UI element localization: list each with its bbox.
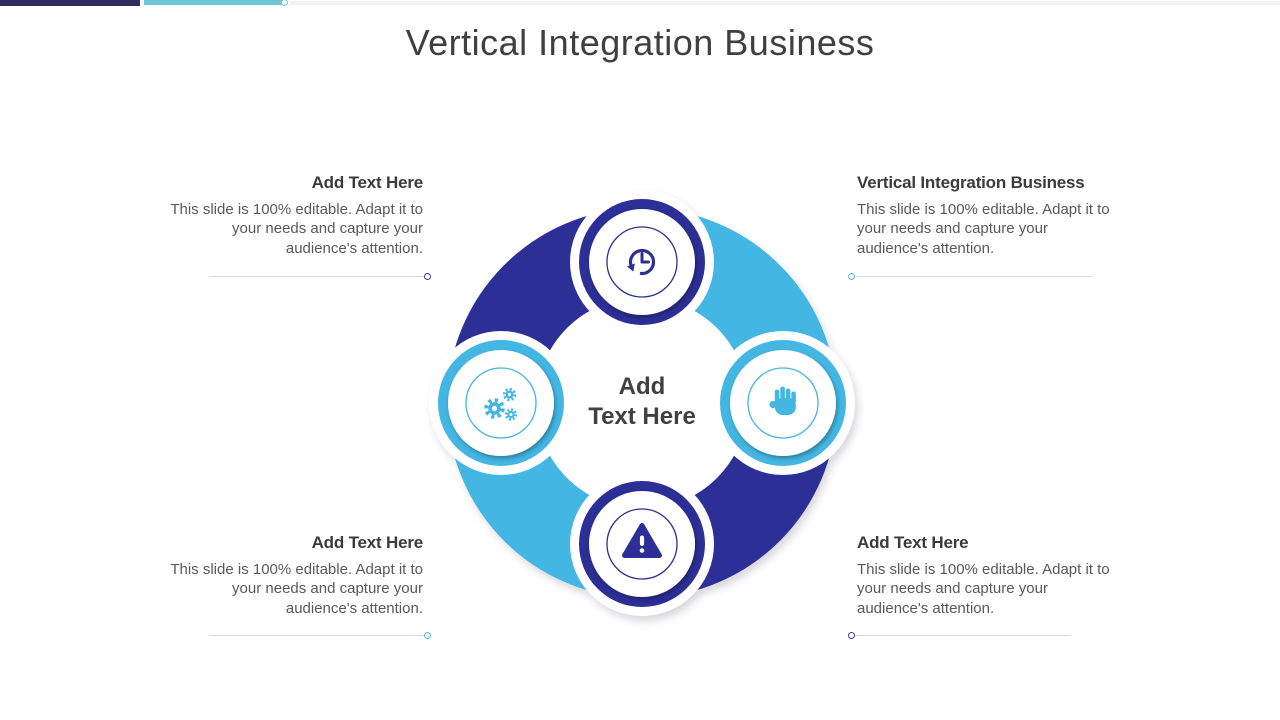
topbar-end-dot bbox=[281, 0, 288, 6]
block-heading: Add Text Here bbox=[311, 533, 424, 552]
block-body: This slide is 100% editable. Adapt it to… bbox=[170, 561, 423, 617]
block-heading: Vertical Integration Business bbox=[857, 173, 1085, 192]
text-block-top-left: Add Text Here This slide is 100% editabl… bbox=[161, 173, 423, 258]
block-body: This slide is 100% editable. Adapt it to… bbox=[857, 561, 1110, 617]
block-heading: Add Text Here bbox=[311, 173, 424, 192]
text-block-bottom-right: Add Text Here This slide is 100% editabl… bbox=[857, 533, 1119, 618]
separator-dot bbox=[424, 272, 431, 280]
badge-inner-ring bbox=[606, 226, 678, 298]
warning-icon bbox=[622, 523, 662, 558]
separator-bottom-left bbox=[209, 631, 431, 639]
gears-icon bbox=[484, 387, 518, 421]
text-block-top-right: Vertical Integration Business This slide… bbox=[857, 173, 1119, 258]
badge-top bbox=[570, 190, 714, 334]
badge-inner-ring bbox=[606, 508, 678, 580]
block-body: This slide is 100% editable. Adapt it to… bbox=[170, 201, 423, 257]
center-label-line1: Add bbox=[618, 373, 666, 400]
center-label-line2: Text Here bbox=[588, 403, 696, 430]
separator-dot bbox=[848, 272, 855, 280]
text-block-bottom-left: Add Text Here This slide is 100% editabl… bbox=[161, 533, 423, 618]
separator-top-right bbox=[848, 272, 1092, 280]
separator-dot bbox=[848, 631, 855, 639]
topbar-teal-segment bbox=[144, 0, 282, 5]
badge-inner-ring bbox=[747, 367, 819, 439]
badge-left bbox=[429, 331, 573, 475]
separator-top-left bbox=[209, 272, 431, 280]
center-label: Add Text Here bbox=[552, 372, 732, 432]
badge-inner-ring bbox=[465, 367, 537, 439]
block-heading: Add Text Here bbox=[857, 533, 969, 552]
center-circle bbox=[536, 297, 748, 509]
badge-right bbox=[711, 331, 855, 475]
cycle-diagram bbox=[429, 190, 855, 616]
topbar-gray-segment bbox=[290, 1, 1280, 5]
separator-dot bbox=[424, 631, 431, 639]
badge-bottom bbox=[570, 472, 714, 616]
history-icon bbox=[627, 248, 656, 276]
separator-bottom-right bbox=[848, 631, 1071, 639]
block-body: This slide is 100% editable. Adapt it to… bbox=[857, 201, 1110, 257]
slide-title: Vertical Integration Business bbox=[405, 22, 875, 63]
hand-stop-icon bbox=[769, 386, 796, 415]
topbar-navy-segment bbox=[0, 0, 140, 6]
